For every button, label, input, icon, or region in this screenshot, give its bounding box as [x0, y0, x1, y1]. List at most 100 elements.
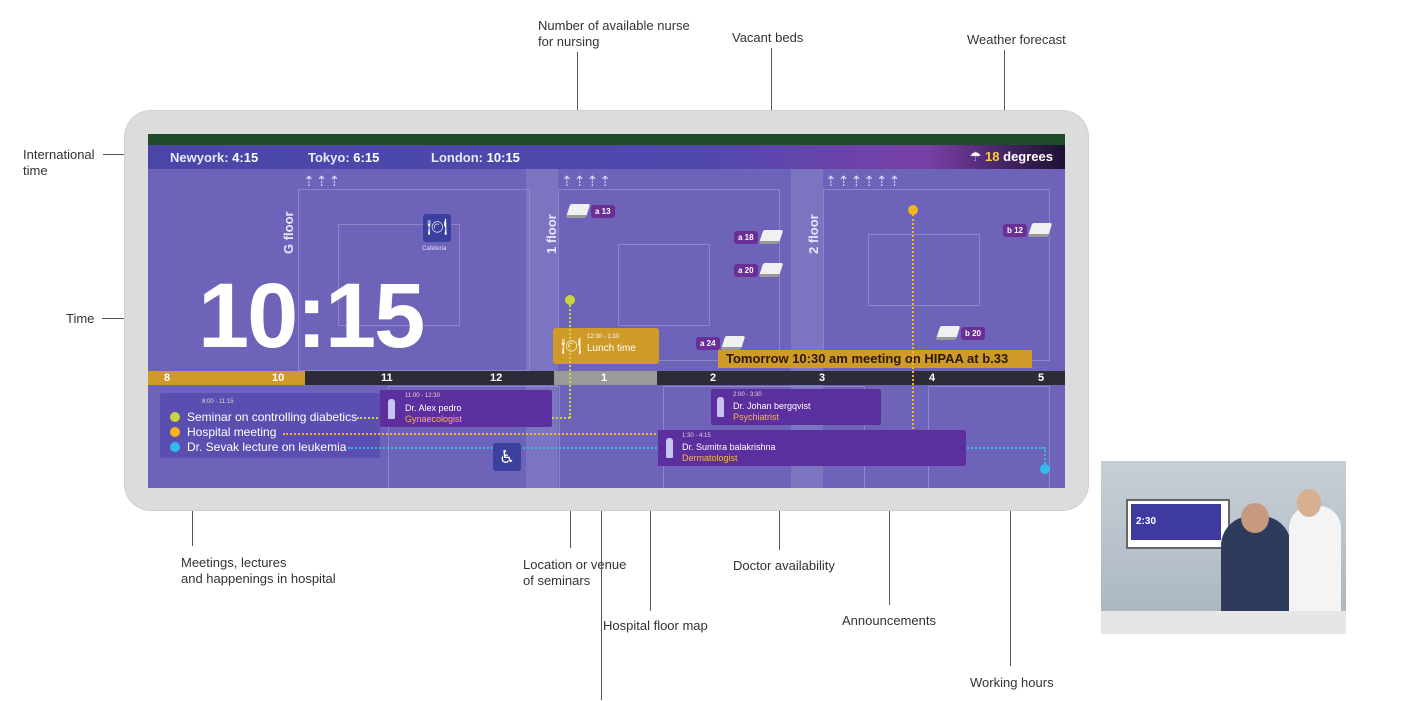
callout-time: Time	[66, 311, 95, 326]
meeting-connector	[912, 214, 914, 433]
doctor-time: 2:00 - 3:30	[733, 392, 762, 398]
callout-weather: Weather forecast	[967, 32, 1066, 47]
rain-cloud-icon: ☂	[969, 149, 982, 164]
event-hospital-meeting[interactable]: Hospital meeting	[187, 425, 277, 439]
clock-newyork: Newyork: 4:15	[170, 150, 259, 165]
timeline-hour: 4	[929, 372, 936, 384]
cafeteria-label: Cafeteria	[422, 246, 447, 252]
doctor-name: Dr. Alex pedro	[405, 403, 462, 413]
timeline-hour: 5	[1038, 372, 1045, 384]
callout-meetings: Meetings, lectures and happenings in hos…	[181, 555, 336, 586]
event-seminar[interactable]: Seminar on controlling diabetics	[187, 410, 358, 424]
vacant-bed: a 18	[734, 230, 783, 244]
lecture-dot	[170, 442, 180, 452]
doctor-card[interactable]: 2:00 - 3:30 Dr. Johan bergqvist Psychiat…	[711, 389, 881, 425]
leader-line	[779, 488, 780, 550]
timeline-hour: 10	[272, 372, 285, 384]
international-clock-bar: Newyork: 4:15 Tokyo: 6:15 London: 10:15 …	[148, 145, 1065, 169]
doctor-name: Dr. Johan bergqvist	[733, 401, 811, 411]
doctor-name: Dr. Sumitra balakrishna	[682, 442, 776, 452]
doctor-icon	[388, 399, 395, 419]
floor-label-g: G floor	[281, 211, 296, 254]
bed-icon	[758, 263, 783, 277]
clock-london: London: 10:15	[431, 150, 520, 165]
lunch-icon: 🍽	[561, 338, 582, 355]
doctor-card[interactable]: 11:00 - 12:30 Dr. Alex pedro Gynaecologi…	[380, 390, 552, 427]
leader-line	[1010, 378, 1011, 666]
lecture-venue-dot	[1040, 464, 1050, 474]
floor-plan-outline	[558, 189, 780, 361]
doctor-card[interactable]: 1:30 - 4:15 Dr. Sumitra balakrishna Derm…	[658, 430, 966, 466]
weather-forecast: ☂ 18 degrees	[969, 149, 1053, 164]
timeline-hour: 1	[601, 372, 608, 384]
callout-announcements: Announcements	[842, 613, 936, 628]
callout-international-time: International time	[23, 147, 95, 178]
doctor-role: Gynaecologist	[405, 414, 463, 424]
doctor-head	[1297, 489, 1321, 517]
seminar-connector	[569, 302, 571, 418]
events-panel: 8:00 - 11:15	[160, 393, 380, 458]
callout-floor-map: Hospital floor map	[603, 618, 708, 633]
bed-icon	[935, 326, 961, 340]
vacant-bed: b 20	[935, 326, 986, 340]
doctor-time: 1:30 - 4:15	[682, 433, 711, 439]
timeline-lunch-slot	[554, 371, 657, 385]
callout-working-hours: Working hours	[970, 675, 1054, 690]
wheelchair-icon: ♿	[493, 443, 521, 471]
vacant-bed: a 20	[734, 263, 783, 277]
floor-plan-outline	[338, 224, 460, 326]
announcement-banner: Tomorrow 10:30 am meeting on HIPAA at b.…	[718, 350, 1032, 368]
seminar-dot	[170, 412, 180, 422]
photo-display: 2:30	[1131, 504, 1221, 540]
lecture-connector	[1044, 447, 1046, 467]
vacant-bed: a 24	[696, 336, 745, 350]
timeline-hour: 11	[381, 372, 393, 384]
event-lecture[interactable]: Dr. Sevak lecture on leukemia	[187, 440, 347, 454]
timeline-hour: 3	[819, 372, 826, 384]
doctor-role: Dermatologist	[682, 453, 738, 463]
clock-tokyo: Tokyo: 6:15	[308, 150, 380, 165]
floor-label-1: 1 floor	[544, 214, 559, 254]
leader-line	[601, 400, 602, 700]
lunch-label: Lunch time	[587, 343, 636, 354]
timeline-hour: 12	[490, 372, 503, 384]
meeting-venue-dot	[908, 205, 918, 215]
event-time: 8:00 - 11:15	[202, 399, 234, 405]
timeline-elapsed	[148, 371, 305, 385]
usage-photo: 2:30	[1101, 461, 1346, 634]
callout-location: Location or venue of seminars	[523, 557, 627, 588]
doctor-icon	[666, 438, 673, 458]
floor-label-2: 2 floor	[806, 214, 821, 254]
vacant-bed: a 13	[565, 204, 615, 218]
vacant-bed: b 12	[1003, 223, 1053, 237]
leader-line	[650, 473, 651, 611]
timeline-hour: 8	[164, 372, 171, 384]
floor-plan-outline	[618, 244, 710, 326]
callout-nurses: Number of available nurse for nursing	[538, 18, 690, 49]
doctor-icon	[717, 397, 724, 417]
cafeteria-icon: 🍽	[423, 214, 451, 242]
leader-line	[570, 488, 571, 548]
callout-doctor-availability: Doctor availability	[733, 558, 835, 573]
doctor-role: Psychiatrist	[733, 412, 780, 422]
bed-icon	[1027, 223, 1053, 237]
doctor-time: 11:00 - 12:30	[405, 393, 440, 399]
seminar-venue-dot	[565, 295, 575, 305]
timeline-hour: 2	[710, 372, 717, 384]
floor-plan-outline	[868, 234, 980, 306]
working-hours-timeline: 8 10 11 12 1 2 3 4 5	[148, 371, 1065, 385]
floor-plan-outline	[388, 386, 560, 488]
patient-head	[1241, 503, 1269, 533]
callout-vacant-beds: Vacant beds	[732, 30, 804, 45]
nurse-icons: ⇡⇡⇡⇡	[561, 173, 612, 189]
top-strip	[148, 134, 1065, 145]
current-time: 10:15	[198, 265, 425, 367]
bed-icon	[565, 204, 591, 218]
leader-line	[1004, 50, 1005, 146]
hospital-display-screen: Newyork: 4:15 Tokyo: 6:15 London: 10:15 …	[148, 134, 1065, 488]
photo-bench	[1101, 611, 1346, 634]
bed-icon	[758, 230, 783, 244]
floor-plan-outline	[298, 189, 530, 371]
photo-display-time: 2:30	[1136, 516, 1157, 527]
lunch-time-range: 12:30 - 1:30	[587, 334, 620, 340]
